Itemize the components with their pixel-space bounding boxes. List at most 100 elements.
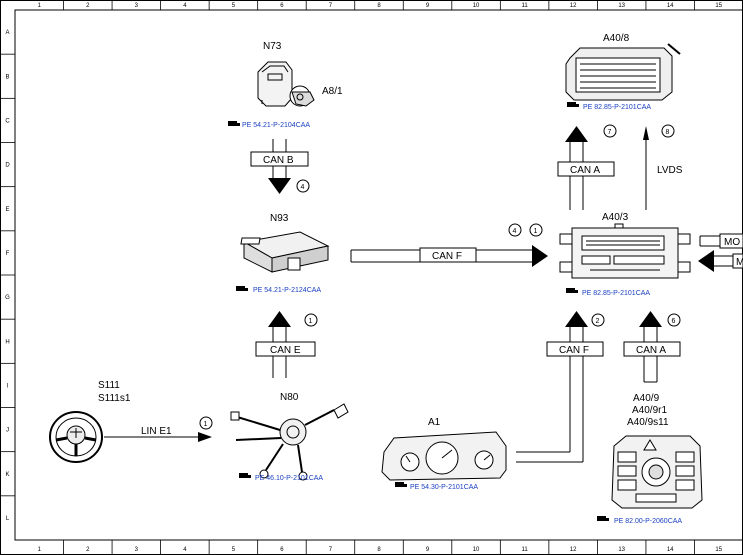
n73-sub-label: A8/1: [322, 86, 343, 97]
grid-ruler: 1122334455667788991010111112121313141415…: [0, 0, 723, 555]
column-number-bottom: 4: [183, 547, 187, 553]
can-f-h-label: CAN F: [432, 251, 462, 262]
a40-9s11-label: A40/9s11: [627, 417, 669, 428]
can-b-num-circle: [296, 179, 310, 193]
n93-ref-link[interactable]: PE 54.21-P-2124CAA: [253, 287, 321, 294]
head-unit-icon: [559, 223, 691, 279]
can-a-up-num-circle: [603, 124, 617, 138]
steering-wheel-icon: [49, 411, 103, 463]
can-f-v-label: CAN F: [559, 345, 589, 356]
column-number-top: 12: [570, 3, 577, 9]
column-number-top: 6: [280, 3, 284, 9]
n93-label: N93: [270, 213, 289, 224]
a1-ref-link[interactable]: PE 54.30-P-2101CAA: [410, 484, 478, 491]
column-number-bottom: 13: [618, 547, 625, 553]
a1-label: A1: [428, 417, 441, 428]
can-f-vertical-arrow: [516, 311, 604, 463]
column-number-top: 14: [667, 3, 674, 9]
control-panel-icon: [611, 435, 703, 509]
book-reference-icon: [228, 121, 240, 126]
can-a-upper-arrow: [557, 126, 615, 210]
lin-e1-num: 1: [204, 421, 208, 428]
column-number-bottom: 15: [715, 547, 722, 553]
can-a-low-num-circle: [667, 313, 681, 327]
most-in-arrow: [698, 250, 743, 272]
can-b-num: 4: [301, 184, 305, 191]
column-number-bottom: 9: [426, 547, 430, 553]
can-a-upper-label: CAN A: [570, 165, 600, 176]
can-a-up-num: 7: [608, 129, 612, 136]
can-b-label: CAN B: [263, 155, 294, 166]
can-a-lower-label: CAN A: [636, 345, 666, 356]
can-f-num2-circle: [529, 223, 543, 237]
book-reference-icon: [567, 102, 579, 107]
column-number-top: 1: [38, 3, 42, 9]
ignition-lock-icon: [257, 61, 315, 107]
column-number-top: 4: [183, 3, 187, 9]
can-f-horizontal-arrow: [350, 245, 548, 267]
most-out-arrow: [699, 233, 743, 249]
can-f-v-num: 2: [596, 318, 600, 325]
book-reference-icon: [395, 482, 407, 487]
column-number-bottom: 11: [521, 547, 528, 553]
s111-label: S111: [98, 380, 120, 391]
row-letter-left: L: [6, 516, 10, 522]
n80-ref-link[interactable]: PE 46.10-P-2101CAA: [255, 475, 323, 482]
a40-8-ref-link[interactable]: PE 82.85-P-2101CAA: [583, 104, 651, 111]
lin-e1-arrow: [104, 432, 212, 442]
row-letter-left: H: [5, 339, 9, 345]
n73-ref-link[interactable]: PE 54.21-P-2104CAA: [242, 122, 310, 129]
a40-3-ref-link[interactable]: PE 82.85-P-2101CAA: [582, 290, 650, 297]
can-e-label: CAN E: [270, 345, 301, 356]
column-number-top: 13: [618, 3, 625, 9]
column-number-top: 2: [86, 3, 90, 9]
control-module-icon: [240, 231, 330, 273]
a40-9-label: A40/9: [633, 393, 660, 404]
column-number-top: 7: [329, 3, 333, 9]
row-letter-left: F: [6, 251, 10, 257]
row-letter-left: E: [5, 207, 9, 213]
column-number-top: 5: [232, 3, 236, 9]
row-letter-left: G: [5, 295, 10, 301]
lvds-num: 8: [666, 129, 670, 136]
a40-9r1-label: A40/9r1: [632, 405, 667, 416]
can-f-num2: 1: [534, 228, 538, 235]
column-number-bottom: 5: [232, 547, 236, 553]
can-a-lower-arrow: [623, 311, 681, 383]
can-b-arrow: [250, 139, 309, 194]
steering-column-module-icon: [230, 403, 349, 481]
book-reference-icon: [566, 288, 578, 293]
row-letter-left: J: [6, 428, 9, 434]
row-letter-left: B: [5, 74, 9, 80]
lin-e1-num-circle: [199, 416, 213, 430]
lvds-arrow: [643, 126, 649, 210]
lvds-label: LVDS: [657, 165, 683, 176]
a40-9-ref-link[interactable]: PE 82.00-P-2060CAA: [614, 518, 682, 525]
column-number-bottom: 3: [135, 547, 139, 553]
can-f-num1: 4: [513, 228, 517, 235]
row-letter-left: I: [7, 383, 9, 389]
can-f-num1-circle: [508, 223, 522, 237]
can-f-v-num-circle: [591, 313, 605, 327]
can-e-arrow: [255, 311, 316, 378]
column-number-bottom: 7: [329, 547, 333, 553]
s111s1-label: S111s1: [98, 393, 131, 404]
most-out-label: MO: [724, 237, 740, 248]
book-reference-icon: [597, 516, 609, 521]
instrument-cluster-icon: [381, 431, 507, 481]
lin-e1-label: LIN E1: [141, 426, 172, 437]
row-letter-left: D: [5, 163, 10, 169]
n73-label: N73: [263, 41, 282, 52]
book-reference-icon: [239, 473, 251, 478]
column-number-top: 8: [377, 3, 381, 9]
column-number-top: 10: [473, 3, 480, 9]
a40-8-label: A40/8: [603, 33, 630, 44]
column-number-top: 9: [426, 3, 430, 9]
column-number-bottom: 12: [570, 547, 577, 553]
display-unit-icon: [565, 43, 681, 101]
row-letter-left: A: [5, 30, 9, 36]
column-number-bottom: 10: [473, 547, 480, 553]
column-number-top: 15: [715, 3, 722, 9]
can-a-low-num: 6: [672, 318, 676, 325]
